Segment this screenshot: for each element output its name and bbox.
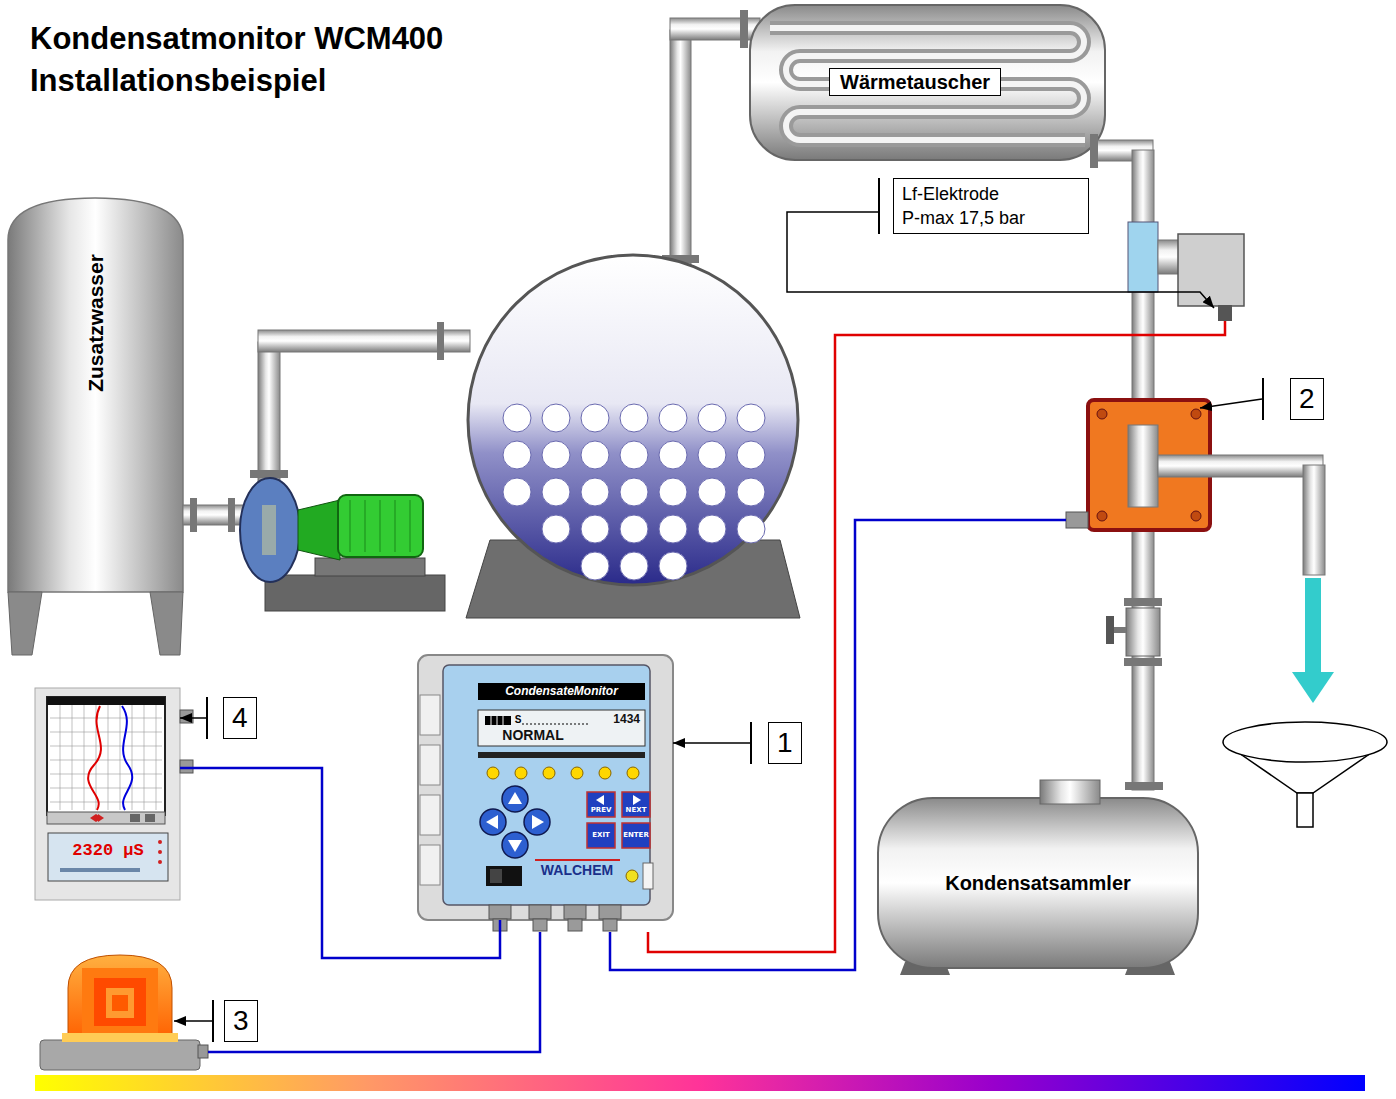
makeup-water-tank: Zusatzwasser xyxy=(8,150,183,495)
display-symbol: S xyxy=(513,714,523,726)
conductivity-electrode xyxy=(1128,222,1244,321)
funnel xyxy=(1223,722,1387,827)
condensate-monitor: CondensateMonitor 1434NORMAL WALCHEM xyxy=(418,655,673,920)
signal-cable xyxy=(180,768,500,958)
key-label: NEXT xyxy=(622,806,650,815)
equipment-label: Wärmetauscher xyxy=(829,68,1001,96)
node-text: Wärmetauscher xyxy=(830,69,1000,95)
leader-arrow xyxy=(180,717,206,719)
node-text: Kondensatsammler xyxy=(945,870,1131,896)
node-text: 1434 xyxy=(578,712,640,727)
page-title: Kondensatmonitor WCM400 Installationsbei… xyxy=(30,18,590,102)
signal-cable xyxy=(208,932,540,1052)
node-text: Lf-Elektrode xyxy=(902,182,1080,206)
heat-exchanger xyxy=(750,5,1153,168)
callout-number: 1 xyxy=(750,722,802,764)
monitor-housing xyxy=(418,655,673,931)
label-box: Lf-ElektrodeP-max 17,5 bar xyxy=(893,178,1089,234)
feed-pump xyxy=(240,322,470,611)
node-text: WALCHEM xyxy=(530,861,624,879)
label-box: 3 xyxy=(224,1000,258,1042)
callout-number: 3 xyxy=(212,1000,258,1042)
junction-box xyxy=(1066,400,1325,575)
key-label: ENTER xyxy=(622,831,650,840)
node-text: 2320 µS xyxy=(48,838,168,864)
callout-number: 4 xyxy=(206,697,257,739)
key-label: EXIT xyxy=(587,831,615,840)
node-text: 3 xyxy=(233,1001,249,1041)
sensor-note: Lf-ElektrodeP-max 17,5 bar xyxy=(878,178,1089,234)
callout-number: 2 xyxy=(1262,378,1324,420)
leader-line xyxy=(1200,399,1262,408)
label-box: 1 xyxy=(768,722,802,764)
node-text: P-max 17,5 bar xyxy=(902,206,1080,230)
leader-line xyxy=(174,1020,212,1022)
label-box: 4 xyxy=(223,697,257,739)
makeup-tank-drawing xyxy=(8,198,183,655)
node-text: 1 xyxy=(777,723,793,763)
key-label: PREV xyxy=(587,806,615,815)
recorder-drawing xyxy=(35,688,193,900)
condensate-collector: Kondensatsammler xyxy=(878,800,1198,965)
node-text: Zusatzwasser xyxy=(82,254,108,392)
color-bar xyxy=(35,1075,1365,1091)
alarm-beacon xyxy=(40,955,208,1070)
leader-arrow xyxy=(673,742,750,744)
chart-recorder: 2320 µS xyxy=(35,688,180,900)
node-text: NORMAL xyxy=(478,727,588,744)
node-text: 2 xyxy=(1299,379,1315,419)
label-box: 2 xyxy=(1290,378,1324,420)
condensate-collector-drawing xyxy=(878,780,1198,975)
node-text: CondensateMonitor xyxy=(478,683,645,700)
node-text: 4 xyxy=(232,698,248,738)
